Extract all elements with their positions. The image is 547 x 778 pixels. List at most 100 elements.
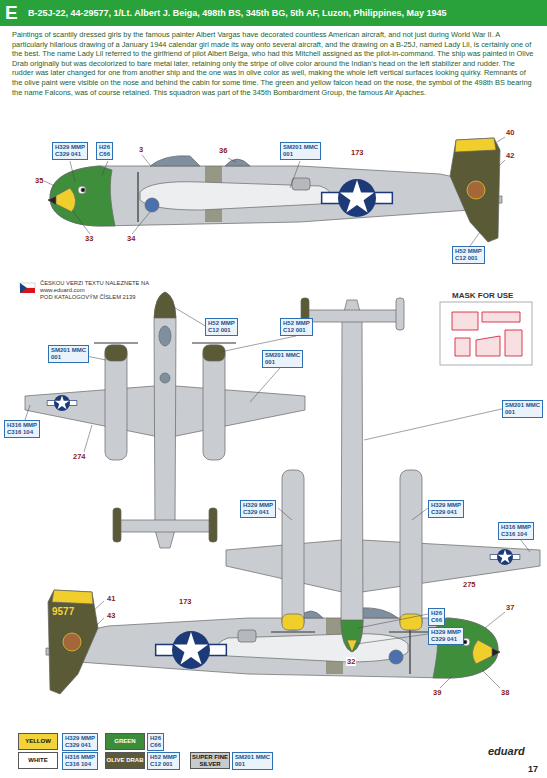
paint-code: C12 001 (208, 327, 235, 334)
side-view-right (48, 138, 502, 242)
drawing-part (250, 368, 280, 402)
drawing-part (467, 181, 485, 199)
callout-number: 173 (350, 148, 365, 157)
drawing-part (389, 631, 433, 632)
drawing-part (490, 549, 520, 565)
drawing-part (117, 520, 213, 532)
drawing-part (47, 395, 77, 411)
drawing-part (271, 631, 315, 632)
color-code-box: H52 MMPC12 001 (205, 318, 238, 336)
paint-code: 001 (283, 151, 318, 158)
drawing-part (154, 292, 176, 318)
drawing-part (20, 283, 27, 293)
paint-code: C329 041 (431, 509, 461, 516)
legend-text: WHITE (28, 757, 47, 764)
drawing-part (142, 155, 150, 165)
drawing-part (94, 618, 104, 628)
color-code-box: H329 MMPC329 041 (52, 142, 88, 160)
page-number: 17 (528, 764, 538, 775)
drawing-part (305, 310, 400, 322)
drawing-part (94, 342, 138, 343)
drawing-part (396, 298, 404, 330)
callout-number: 173 (178, 597, 193, 606)
paint-code: H52 MMP (455, 248, 482, 255)
drawing-part (440, 676, 452, 688)
paint-code: H329 MMP (65, 735, 95, 742)
upper-plan-view (25, 292, 305, 548)
paint-code: H329 MMP (243, 502, 273, 509)
legend-text: OLIVE DRAB (106, 757, 143, 764)
color-code-box: H52 MMPC12 001 (452, 246, 485, 264)
drawing-part (450, 138, 500, 242)
drawing-part (192, 342, 236, 343)
callout-number: 41 (106, 594, 116, 603)
paint-code: C329 041 (65, 742, 95, 749)
paint-code: H26 (99, 144, 110, 151)
serial-number: 9577 (52, 606, 74, 618)
paint-code: C12 001 (150, 761, 177, 768)
drawing-part (209, 508, 217, 542)
drawing-part (154, 292, 176, 548)
paint-code: 001 (505, 409, 540, 416)
paint-code: C66 (150, 742, 161, 749)
lower-plan-view (226, 298, 540, 652)
drawing-part (452, 312, 522, 356)
paint-code: C316 104 (7, 429, 37, 436)
color-code-box: SM201 MMC001 (262, 350, 303, 368)
paint-code: H316 MMP (501, 524, 531, 531)
color-code-box: H316 MMPC316 104 (498, 522, 534, 540)
paint-code: C66 (431, 617, 442, 624)
legend-text: GREEN (114, 738, 135, 745)
drawing-part (490, 549, 520, 565)
drawing-part (226, 540, 540, 592)
drawing-part (70, 161, 75, 182)
paint-code: C66 (99, 151, 110, 158)
callout-number: 34 (126, 234, 136, 243)
callout-number: 36 (218, 146, 228, 155)
paint-code: C329 041 (55, 151, 85, 158)
drawing-part (137, 172, 138, 222)
paint-code: H316 MMP (65, 754, 95, 761)
legend-swatch: OLIVE DRAB (105, 752, 145, 769)
callout-number: 40 (505, 128, 515, 137)
drawing-part (482, 670, 500, 688)
drawing-part (455, 138, 496, 152)
drawing-part (48, 196, 56, 205)
side-view-left (46, 590, 500, 694)
drawing-part (145, 198, 159, 212)
color-code-box: H52 MMPC12 001 (147, 752, 180, 770)
color-code-box: H329 MMPC329 041 (240, 500, 276, 518)
paint-code: SM201 MMC (51, 347, 86, 354)
drawing-part (78, 186, 86, 194)
legend-text: SUPER FINE SILVER (191, 754, 229, 768)
callout-number: 39 (432, 688, 442, 697)
drawing-part (341, 620, 363, 652)
paint-code: 001 (51, 354, 86, 361)
description-text: Paintings of scantily dressed girls by t… (12, 30, 535, 97)
color-code-box: H329 MMPC329 041 (62, 733, 98, 751)
drawing-part (499, 160, 505, 166)
color-code-box: H26C66 (96, 142, 113, 160)
color-code-box: H52 MMPC12 001 (280, 318, 313, 336)
paint-code: C316 104 (501, 531, 531, 538)
drawing-part (485, 612, 505, 628)
legend-swatch: WHITE (18, 752, 58, 769)
drawing-part (412, 508, 428, 520)
paint-code: C329 041 (431, 636, 461, 643)
callout-number: 38 (500, 688, 510, 697)
legend-swatch: YELLOW (18, 733, 58, 750)
drawing-part (290, 161, 300, 188)
callout-number: 275 (462, 580, 477, 589)
color-code-box: H26C66 (147, 733, 164, 751)
drawing-part (113, 508, 121, 542)
paint-code: H316 MMP (7, 422, 37, 429)
note-text: www.eduard.com (40, 287, 84, 294)
drawing-part (321, 179, 393, 217)
mask-heading: MASK FOR USE (452, 291, 513, 301)
legend-swatch: SUPER FINE SILVER (190, 752, 230, 769)
color-code-box: H26C66 (428, 608, 445, 626)
czech-flag (20, 283, 35, 293)
canopy-mask (440, 302, 532, 365)
drawing-part (282, 470, 304, 630)
